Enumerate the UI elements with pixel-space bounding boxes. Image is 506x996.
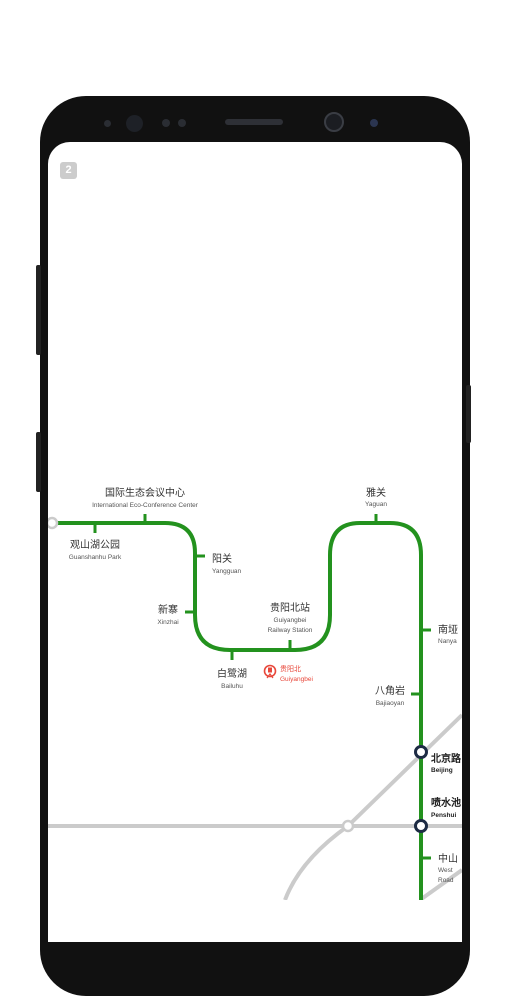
bixby-button — [36, 432, 41, 492]
line-2-route — [52, 521, 423, 900]
station-label-cn: 白鹭湖 — [217, 667, 247, 680]
station-label-en: West — [438, 867, 453, 874]
terminal-station-marker[interactable] — [47, 516, 59, 530]
volume-button — [36, 265, 41, 355]
station-label-cn: 喷水池 — [431, 796, 461, 809]
station-label-en: Penshui — [431, 812, 456, 819]
transfer-station-marker[interactable] — [341, 819, 355, 833]
station-label-cn: 国际生态会议中心 — [105, 486, 185, 499]
transfer-station-marker[interactable] — [414, 745, 428, 759]
station-label-en: Yaguan — [365, 501, 387, 508]
sensor-dot — [370, 119, 378, 127]
station-label-cn: 新寨 — [158, 603, 178, 616]
station-label-en: Guanshanhu Park — [69, 554, 122, 561]
station-label-en: Guiyangbei — [274, 617, 307, 624]
station-label-cn: 北京路 — [431, 752, 462, 765]
line-number-badge[interactable]: 2 — [60, 162, 77, 179]
app-screen — [48, 142, 462, 942]
station-label-cn: 雅关 — [366, 486, 386, 499]
power-button — [466, 385, 471, 443]
station-label-en: Bajiaoyan — [376, 700, 405, 707]
station-label-en: Yangguan — [212, 568, 242, 575]
camera-lens-icon — [324, 112, 344, 132]
railway-station-icon — [263, 664, 277, 679]
station-label-cn: 贵阳北站 — [270, 601, 310, 614]
station-label-en: Xinzhai — [157, 619, 178, 626]
station-label-cn: 阳关 — [212, 552, 232, 565]
iris-sensor-icon — [162, 119, 170, 127]
station-label-en: Bailuhu — [221, 683, 243, 690]
station-label-cn: 八角岩 — [375, 684, 405, 697]
station-label-en: Nanya — [438, 638, 457, 645]
station-label-en: International Eco-Conference Center — [92, 502, 199, 509]
earpiece-speaker — [225, 119, 283, 125]
metro-map[interactable]: 国际生态会议中心 International Eco-Conference Ce… — [0, 0, 506, 900]
station-label-en: Road — [438, 877, 454, 884]
grey-line-diagonal-2 — [418, 868, 462, 900]
railway-label-cn: 贵阳北 — [280, 664, 301, 673]
station-label-en: Railway Station — [268, 627, 313, 634]
transfer-station-marker[interactable] — [414, 819, 428, 833]
railway-label-en: Guiyangbei — [280, 676, 313, 683]
sensor-dot — [104, 120, 111, 127]
station-label-cn: 南垭 — [438, 623, 458, 636]
iris-sensor-icon — [178, 119, 186, 127]
station-label-en: Beijing — [431, 767, 453, 774]
front-camera-icon — [126, 115, 143, 132]
station-label-cn: 中山 — [438, 852, 458, 865]
station-label-cn: 观山湖公园 — [70, 539, 120, 551]
